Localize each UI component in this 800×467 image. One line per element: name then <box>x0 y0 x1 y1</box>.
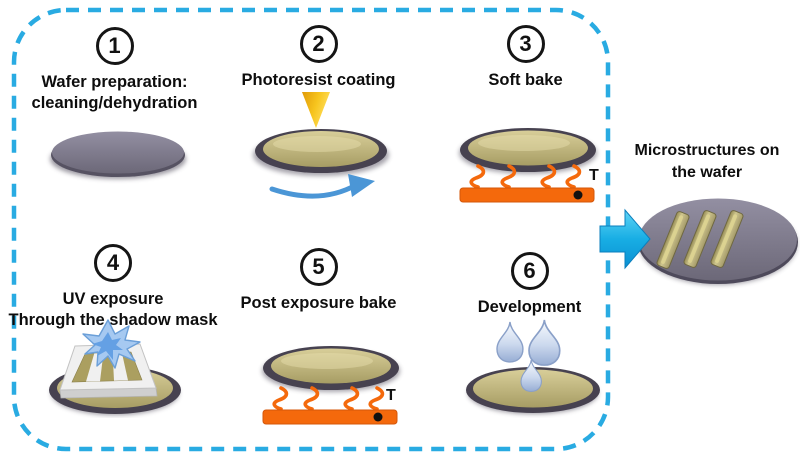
step-5-temperature-label: T <box>386 387 396 404</box>
step-6: 6 Development <box>432 252 627 318</box>
step-3: 3 Soft bake <box>428 25 623 91</box>
soft-bake-icon <box>459 128 597 203</box>
flow-arrow-icon <box>599 208 651 270</box>
photoresist-coating-icon <box>253 92 389 199</box>
post-exposure-bake-icon <box>262 346 400 425</box>
temperature-dot-icon <box>573 190 583 200</box>
step-3-title: Soft bake <box>488 71 563 89</box>
step-5-number: 5 <box>312 254 325 279</box>
step-6-number: 6 <box>523 258 536 283</box>
heat-waves-icon <box>469 164 582 189</box>
step-3-temperature-label: T <box>589 167 599 184</box>
step-2-title: Photoresist coating <box>241 71 396 89</box>
development-icon <box>466 319 600 414</box>
spin-arrowhead-icon <box>348 174 375 197</box>
step-2-number: 2 <box>312 31 325 56</box>
step-1-title: Wafer preparation: cleaning/dehydration <box>31 73 198 113</box>
step-5-number-badge: 5 <box>299 248 338 286</box>
step-6-title: Development <box>477 298 582 316</box>
step-5-title: Post exposure bake <box>240 294 397 312</box>
developer-drops-icon <box>496 319 561 393</box>
microstructure-bars-icon <box>656 210 744 269</box>
step-4-title: UV exposure Through the shadow mask <box>8 290 218 330</box>
step-6-number-badge: 6 <box>510 252 549 290</box>
step-1-number: 1 <box>108 33 121 58</box>
step-3-number-badge: 3 <box>506 25 545 63</box>
spin-arrow-icon <box>269 182 359 199</box>
bare-wafer-icon <box>50 131 186 179</box>
step-4-number-badge: 4 <box>94 244 132 282</box>
step-5: 5 Post exposure bake <box>221 248 416 314</box>
step-4-number: 4 <box>106 250 120 275</box>
uv-exposure-icon <box>49 319 181 415</box>
hotplate-icon <box>262 409 398 425</box>
step-3-number: 3 <box>519 31 532 56</box>
step-1: 1 Wafer preparation: cleaning/dehydratio… <box>12 27 217 115</box>
dispense-nozzle-icon <box>302 92 330 128</box>
step-4: 4 UV exposure Through the shadow mask <box>8 244 218 332</box>
temperature-dot-icon <box>373 412 383 422</box>
step-2: 2 Photoresist coating <box>221 25 416 91</box>
result-title: Microstructures on the wafer <box>634 142 780 181</box>
step-1-number-badge: 1 <box>95 27 134 65</box>
microstructures-wafer-icon <box>638 198 798 285</box>
heat-waves-icon <box>272 386 385 411</box>
hotplate-icon <box>459 187 595 203</box>
step-2-number-badge: 2 <box>299 25 338 63</box>
